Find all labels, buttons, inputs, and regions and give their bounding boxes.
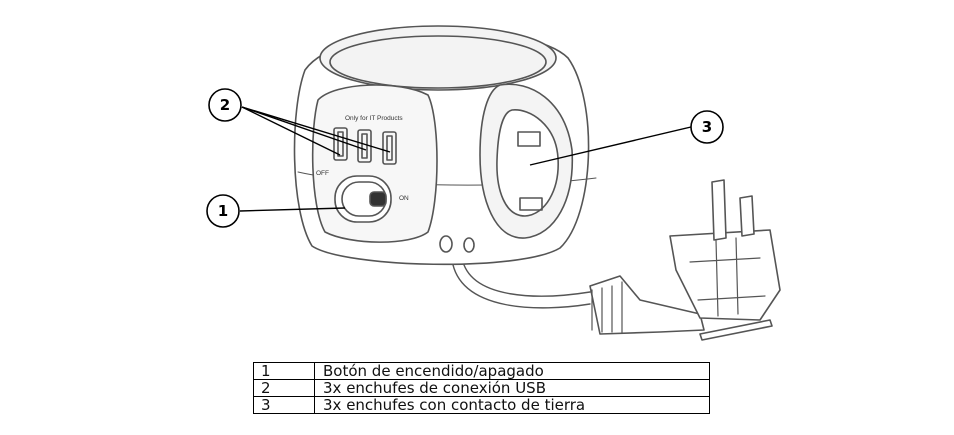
switch-on-label: ON xyxy=(399,195,409,202)
legend-number: 1 xyxy=(253,362,315,380)
callout-3: 3 xyxy=(690,110,724,144)
svg-text:1: 1 xyxy=(218,202,228,220)
power-switch xyxy=(334,175,392,223)
grounded-socket xyxy=(496,109,559,217)
table-row: 2 3x enchufes de conexión USB xyxy=(253,379,710,397)
callout-1: 1 xyxy=(206,194,240,228)
table-row: 1 Botón de encendido/apagado xyxy=(253,362,710,380)
legend-description: 3x enchufes con contacto de tierra xyxy=(314,396,710,414)
legend-description: Botón de encendido/apagado xyxy=(314,362,710,380)
legend-number: 3 xyxy=(253,396,315,414)
legend-description: 3x enchufes de conexión USB xyxy=(314,379,710,397)
plug-pin-2 xyxy=(739,195,755,237)
top-cap xyxy=(319,25,557,91)
usb-port-3 xyxy=(382,131,397,165)
svg-text:2: 2 xyxy=(220,96,230,114)
plug-body xyxy=(589,275,705,335)
usb-caption: Only for IT Products xyxy=(345,115,403,122)
legend-number: 2 xyxy=(253,379,315,397)
legend-table: 1 Botón de encendido/apagado 2 3x enchuf… xyxy=(253,362,710,414)
power-cube-illustration: Only for IT Products OFF ON 1 2 3 xyxy=(206,25,781,341)
switch-off-label: OFF xyxy=(316,170,329,177)
svg-text:3: 3 xyxy=(702,118,712,136)
plug-pin-1 xyxy=(711,179,727,241)
plug-head xyxy=(669,229,781,321)
power-cable xyxy=(461,257,591,297)
callout-2: 2 xyxy=(208,88,242,122)
table-row: 3 3x enchufes con contacto de tierra xyxy=(253,396,710,414)
